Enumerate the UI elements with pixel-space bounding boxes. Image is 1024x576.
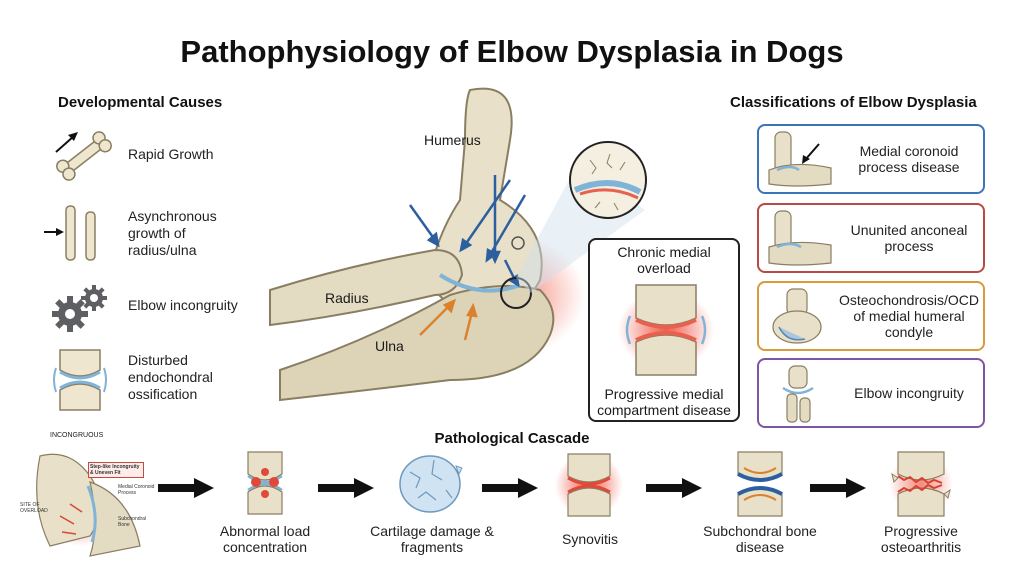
- stage-label-cartilage-damage: Cartilage damage & fragments: [370, 523, 494, 555]
- inset-subchondral-label: Subchondral Bone: [118, 516, 147, 528]
- radius-ulna-icon: [44, 205, 96, 261]
- inset-coronoid-label: Medial Coronoid Process: [118, 484, 155, 496]
- load-concentration-icon: [247, 451, 283, 515]
- ocd-icon: [772, 288, 822, 344]
- cascade-arrow: [482, 478, 538, 498]
- cause-label-elbow-incongruity: Elbow incongruity: [128, 297, 238, 313]
- inset-box-label: Step-like Incongruity & Uneven Fit: [90, 464, 140, 476]
- callout-top-label: Chronic medial overload: [617, 244, 711, 276]
- gears-icon: [52, 285, 107, 332]
- cascade-arrow: [158, 478, 214, 498]
- coronoid-icon: [768, 131, 832, 187]
- stage-label-load-concentration: Abnormal load concentration: [219, 523, 311, 555]
- inset-site-label: SITE OF OVERLOAD: [20, 502, 48, 514]
- cascade-arrow: [646, 478, 702, 498]
- stage-label-synovitis: Synovitis: [561, 531, 619, 547]
- cascade-arrow: [318, 478, 374, 498]
- osteoarthritis-icon: [889, 451, 953, 517]
- classification-medial-coronoid: Medial coronoid process disease: [757, 124, 985, 194]
- classification-ocd: Osteochondrosis/OCD of medial humeral co…: [757, 281, 985, 351]
- elbow-anatomy-illustration: [269, 87, 647, 402]
- inset-incongruity-box: Step-like Incongruity & Uneven Fit: [88, 462, 144, 478]
- cascade-arrow: [810, 478, 866, 498]
- medial-overload-callout: Chronic medial overload Progressive medi…: [588, 238, 740, 422]
- stage-label-osteoarthritis: Progressive osteoarthritis: [880, 523, 962, 555]
- classification-label: Elbow incongruity: [854, 385, 964, 401]
- radius-label: Radius: [325, 290, 369, 306]
- inflamed-joint-icon: [618, 284, 714, 376]
- stage-label-subchondral-bone: Subchondral bone disease: [703, 523, 817, 555]
- subchondral-bone-icon: [737, 451, 783, 517]
- classification-label: Ununited anconeal process: [850, 222, 968, 254]
- cause-label-rapid-growth: Rapid Growth: [128, 146, 214, 162]
- page-title: Pathophysiology of Elbow Dysplasia in Do…: [180, 34, 844, 69]
- synovitis-icon: [555, 453, 623, 517]
- cause-label-endochondral-ossification: Disturbed endochondral ossification: [128, 352, 213, 402]
- classification-ununited-anconeal: Ununited anconeal process: [757, 203, 985, 273]
- incongruous-joint-inset: [36, 453, 141, 557]
- cause-label-asynchronous-growth: Asynchronous growth of radius/ulna: [128, 208, 217, 258]
- callout-bottom-label: Progressive medial compartment disease: [597, 386, 731, 418]
- incongruity-icon: [782, 365, 814, 423]
- classification-label: Osteochondrosis/OCD of medial humeral co…: [838, 292, 980, 340]
- cartilage-fragments-icon: [399, 455, 463, 513]
- bone-growth-icon: [55, 131, 112, 181]
- ulna-label: Ulna: [375, 338, 404, 354]
- humerus-label: Humerus: [424, 132, 481, 148]
- classification-label: Medial coronoid process disease: [858, 143, 960, 175]
- anconeal-icon: [768, 210, 832, 266]
- causes-heading: Developmental Causes: [58, 94, 223, 111]
- joint-icon: [53, 349, 107, 411]
- inset-title: INCONGRUOUS: [50, 432, 104, 439]
- cascade-heading: Pathological Cascade: [434, 430, 590, 447]
- classification-elbow-incongruity: Elbow incongruity: [757, 358, 985, 428]
- classifications-heading: Classifications of Elbow Dysplasia: [730, 94, 977, 111]
